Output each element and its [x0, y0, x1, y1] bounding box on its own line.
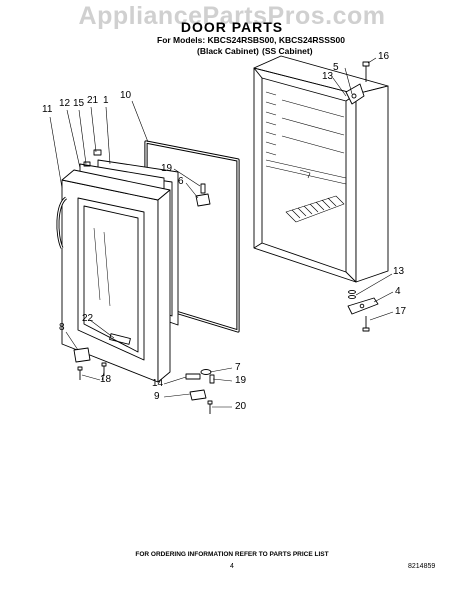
callout-4: 4: [395, 286, 401, 297]
callout-22: 22: [82, 313, 94, 324]
callout-21: 21: [87, 95, 99, 106]
callout-5: 5: [333, 62, 339, 73]
models-line: For Models: KBCS24RSBS00, KBCS24RSSS00: [157, 35, 346, 45]
cabinet-ss-label: (SS Cabinet): [262, 46, 313, 56]
document-number: 8214859: [408, 563, 436, 570]
page-number: 4: [230, 563, 234, 570]
callout-13-bottom: 13: [393, 266, 405, 277]
callout-15: 15: [73, 98, 85, 109]
callout-1: 1: [103, 95, 109, 106]
cabinet-drawing: [253, 55, 389, 332]
callout-19-top: 19: [161, 163, 173, 174]
callout-7: 7: [235, 362, 241, 373]
callout-10: 10: [120, 90, 132, 101]
cabinet-black-label: (Black Cabinet): [197, 46, 259, 56]
callout-17: 17: [395, 306, 407, 317]
callout-20: 20: [235, 401, 247, 412]
leader-lines: [49, 57, 394, 408]
callout-8: 8: [59, 322, 65, 333]
callout-9: 9: [154, 391, 160, 402]
callout-13-top: 13: [322, 71, 334, 82]
callout-14: 14: [152, 378, 164, 389]
watermark: AppliancePartsPros.com: [78, 2, 386, 30]
callout-16: 16: [378, 51, 390, 62]
callout-11: 11: [42, 104, 53, 115]
callout-18: 18: [100, 374, 112, 385]
callout-12: 12: [59, 98, 71, 109]
footer-note: FOR ORDERING INFORMATION REFER TO PARTS …: [135, 551, 329, 558]
callout-6: 6: [178, 176, 184, 187]
callout-19-bottom: 19: [235, 375, 247, 386]
door-drawing: [56, 140, 240, 414]
page-title: DOOR PARTS: [180, 19, 284, 35]
